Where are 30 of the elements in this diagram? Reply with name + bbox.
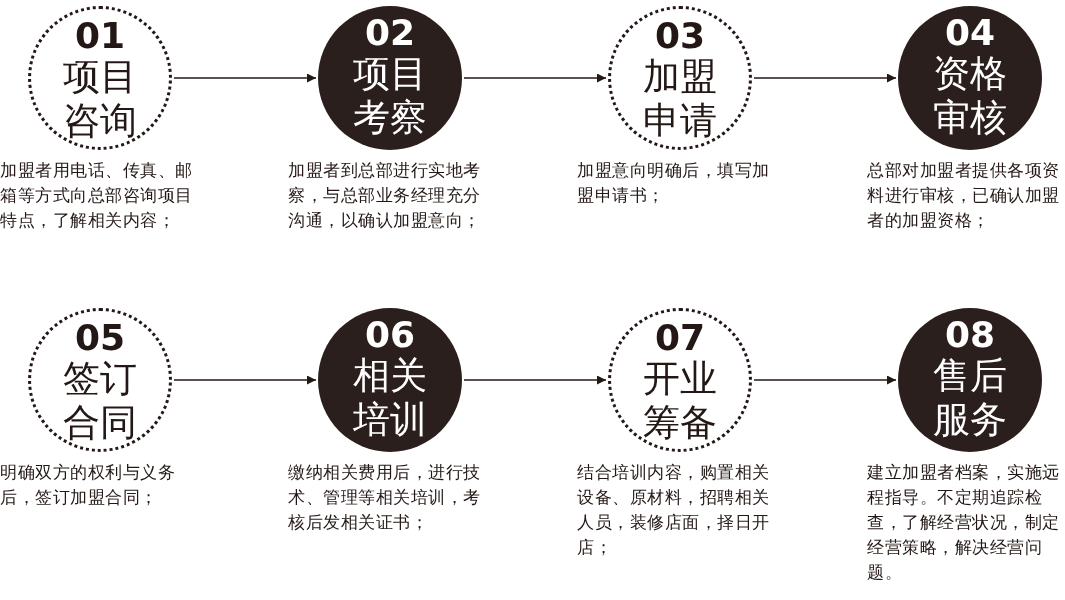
step-number: 05	[74, 319, 126, 357]
step-number: 03	[654, 17, 706, 55]
step-number: 04	[944, 14, 996, 52]
step-description: 加盟者到总部进行实地考察，与总部业务经理充分沟通，以确认加盟意向；	[288, 159, 482, 232]
step-title: 签订合同	[62, 357, 138, 445]
step-description: 结合培训内容，购置相关设备、原材料，招聘相关人员，装修店面，择日开店；	[577, 461, 771, 559]
step-description: 加盟意向明确后，填写加盟申请书；	[577, 159, 771, 207]
step-description: 缴纳相关费用后，进行技术、管理等相关培训，考核后发相关证书；	[288, 461, 482, 534]
step-description: 明确双方的权利与义务后，签订加盟合同；	[0, 461, 176, 509]
step-description: 总部对加盟者提供各项资料进行审核，已确认加盟者的加盟资格；	[867, 159, 1061, 232]
step-title: 项目考察	[352, 52, 428, 140]
step-title: 相关培训	[352, 354, 428, 442]
arrow	[173, 375, 317, 385]
step-title: 开业筹备	[642, 357, 718, 445]
step-number: 08	[944, 316, 996, 354]
step-description: 建立加盟者档案，实施远程指导。不定期追踪检查，了解经营状况，制定经营策略，解决经营问题。	[867, 461, 1061, 584]
step-title: 项目咨询	[62, 55, 138, 143]
arrow	[463, 375, 607, 385]
step-title: 加盟申请	[642, 55, 718, 143]
step-number: 02	[364, 14, 416, 52]
arrow	[173, 73, 317, 83]
step-number: 07	[654, 319, 706, 357]
step-title: 售后服务	[932, 354, 1008, 442]
step-number: 01	[74, 17, 126, 55]
arrow	[753, 375, 897, 385]
step-number: 06	[364, 316, 416, 354]
step-title: 资格审核	[932, 52, 1008, 140]
arrow	[463, 73, 607, 83]
step-description: 加盟者用电话、传真、邮箱等方式向总部咨询项目特点，了解相关内容；	[0, 159, 194, 232]
arrow	[753, 73, 897, 83]
